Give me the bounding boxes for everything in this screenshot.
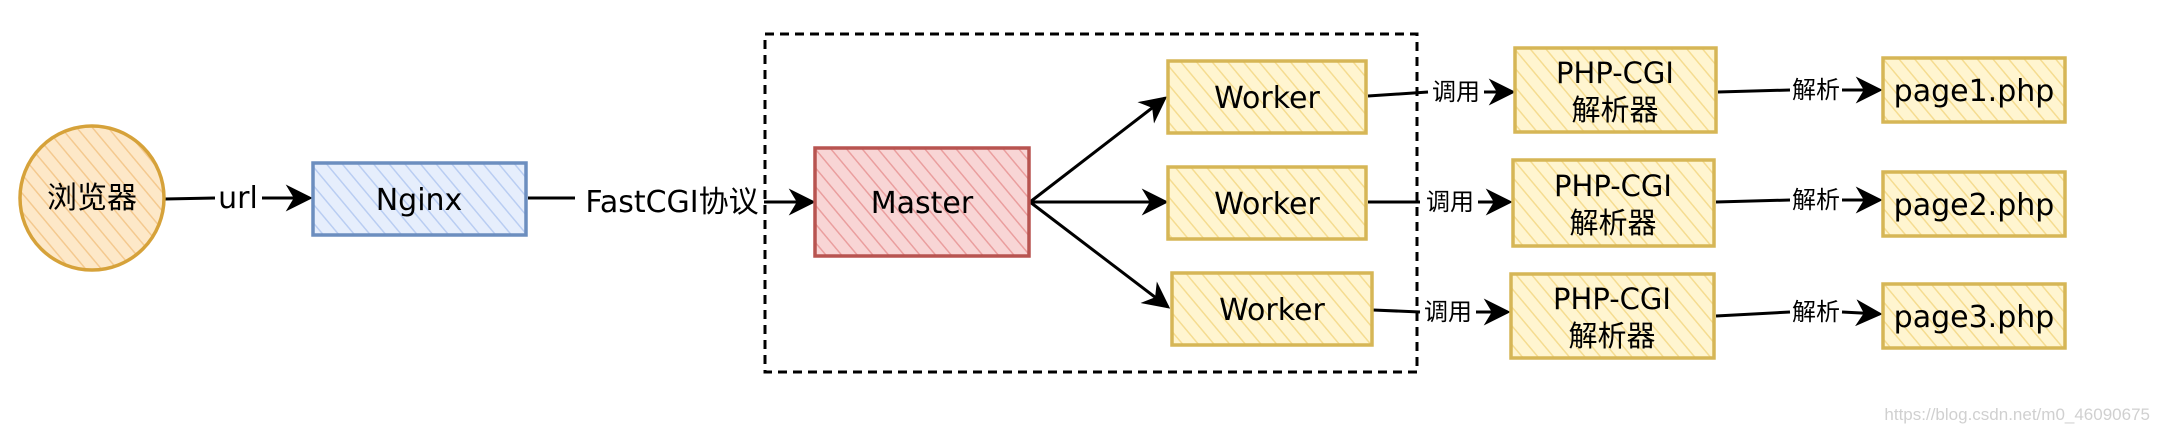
watermark: https://blog.csdn.net/m0_46090675 <box>1884 405 2150 424</box>
worker-node-3: Worker <box>1170 271 1374 347</box>
parser-label-line2: 解析器 <box>1568 319 1655 353</box>
parser-label-line1: PHP-CGI <box>1556 56 1674 90</box>
edge-master-worker3 <box>1029 200 1171 309</box>
worker-node-2: Worker <box>1166 165 1368 241</box>
nginx-label: Nginx <box>376 183 463 218</box>
edge-label-parse: 解析 <box>1792 298 1840 326</box>
edge-parser3-page3-a <box>1715 310 1791 318</box>
edge-browser-nginx-a <box>164 196 216 201</box>
edge-parser3-page3-b <box>1841 299 1883 327</box>
parser-node-3: PHP-CGI 解析器 <box>1509 272 1716 360</box>
browser-node: 浏览器 <box>18 124 166 272</box>
worker-node-1: Worker <box>1166 59 1368 135</box>
page-node-3: page3.php <box>1881 282 2067 350</box>
edge-label-fastcgi: FastCGI协议 <box>585 185 758 220</box>
page-label: page2.php <box>1894 188 2055 223</box>
edge-master-worker1 <box>1029 96 1168 204</box>
edge-worker3-parser3-a <box>1372 308 1421 314</box>
edge-label-invoke: 调用 <box>1432 78 1480 106</box>
worker-label: Worker <box>1219 293 1325 328</box>
edge-label-invoke: 调用 <box>1424 298 1472 326</box>
edge-label-invoke: 调用 <box>1426 188 1474 216</box>
edge-worker1-parser1-a <box>1367 90 1429 98</box>
parser-label-line1: PHP-CGI <box>1553 282 1671 316</box>
edges <box>164 76 1883 327</box>
edge-label-url: url <box>218 181 258 216</box>
nginx-node: Nginx <box>311 161 528 237</box>
page-node-1: page1.php <box>1881 56 2067 124</box>
browser-label: 浏览器 <box>47 181 137 216</box>
parser-label-line2: 解析器 <box>1569 206 1656 240</box>
worker-label: Worker <box>1214 187 1320 222</box>
worker-label: Worker <box>1214 81 1320 116</box>
page-node-2: page2.php <box>1881 170 2067 238</box>
page-label: page1.php <box>1894 74 2055 109</box>
parser-node-2: PHP-CGI 解析器 <box>1511 158 1716 248</box>
edge-label-parse: 解析 <box>1792 76 1840 104</box>
master-node: Master <box>813 146 1031 258</box>
edge-parser1-page1-a <box>1717 88 1791 94</box>
parser-label-line1: PHP-CGI <box>1554 169 1672 203</box>
edge-label-parse: 解析 <box>1792 186 1840 214</box>
parser-label-line2: 解析器 <box>1571 93 1658 127</box>
page-label: page3.php <box>1894 300 2055 335</box>
master-label: Master <box>871 186 974 221</box>
edge-parser2-page2-a <box>1715 198 1791 204</box>
parser-node-1: PHP-CGI 解析器 <box>1513 46 1718 134</box>
edge-labels: url FastCGI协议 调用 调用 调用 解析 解析 解析 <box>218 76 1840 326</box>
